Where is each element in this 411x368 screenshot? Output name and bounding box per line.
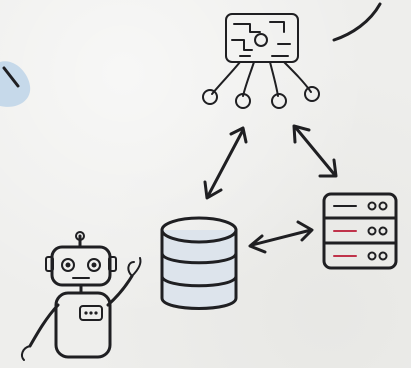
server-rack-icon <box>322 192 398 270</box>
robot-icon <box>21 231 142 361</box>
database-icon <box>160 216 238 310</box>
arrow-hub-database <box>203 126 248 200</box>
arrow-database-server <box>248 220 314 254</box>
arrow-hub-server <box>292 124 338 178</box>
left-edge-blob-icon <box>0 61 31 107</box>
corner-curve-decoration <box>332 2 382 42</box>
network-hub-icon <box>202 13 320 109</box>
